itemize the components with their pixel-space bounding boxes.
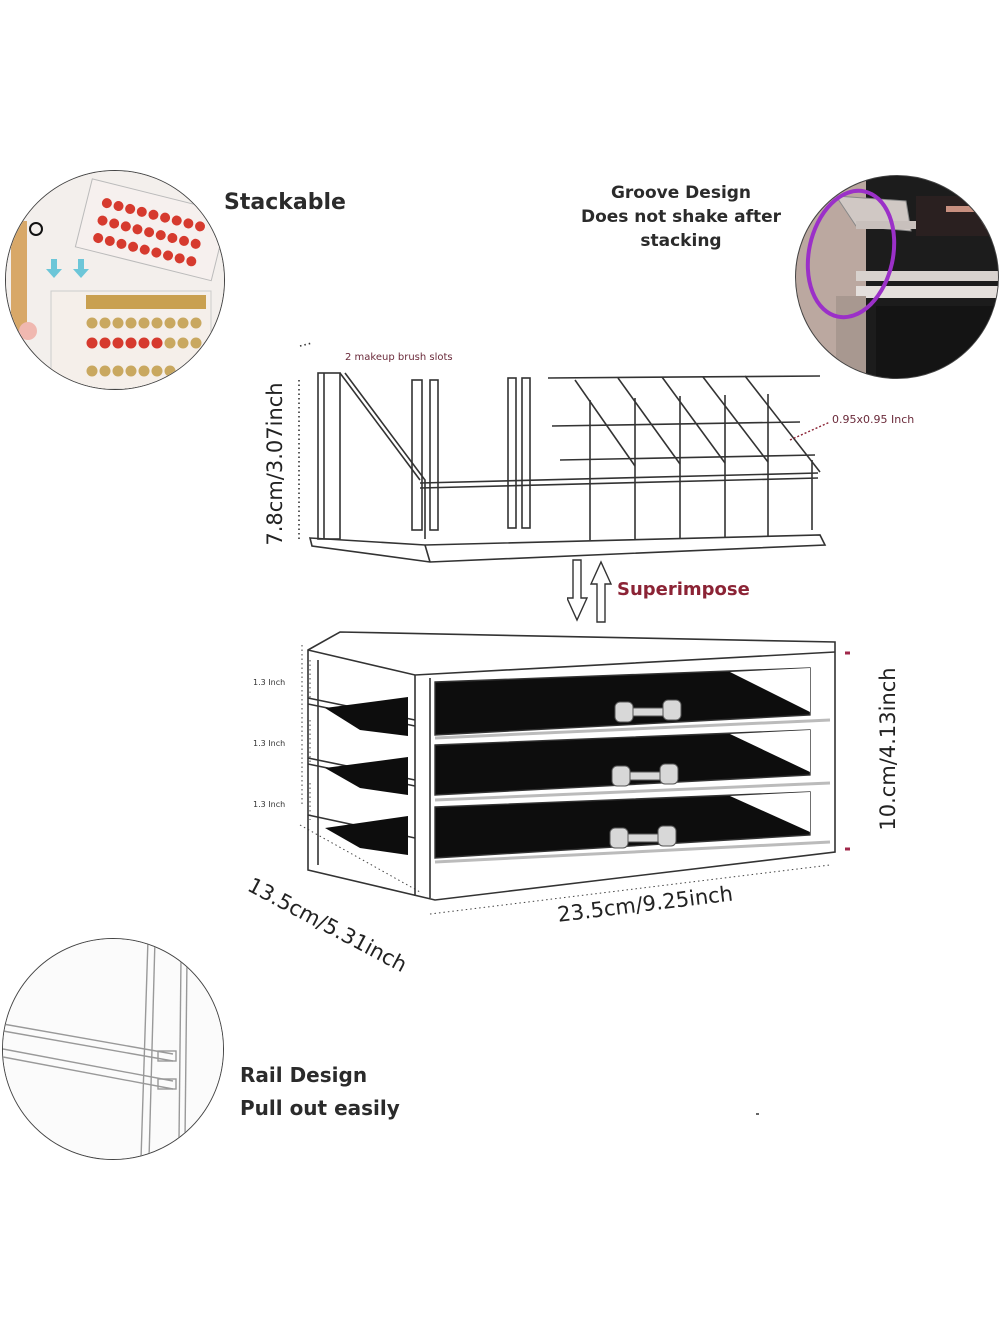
groove-design-caption: Groove Design Does not shake after stack…: [546, 181, 816, 253]
superimpose-arrows-icon: [567, 559, 613, 623]
stray-mark: [756, 1113, 759, 1115]
rail-design-photo: [2, 938, 224, 1160]
top-organizer-illustration: [298, 342, 831, 563]
groove-closeup-illustration: [796, 176, 998, 378]
brush-slots-label: 2 makeup brush slots: [345, 352, 453, 363]
groove-design-title: Groove Design: [610, 183, 752, 203]
rail-design-title: Rail Design: [240, 1063, 368, 1087]
drawer-unit-illustration: [299, 631, 850, 915]
drawer-2-height-label: 1.3 Inch: [253, 739, 286, 748]
rail-design-subtitle: Pull out easily: [240, 1096, 400, 1120]
top-height-label: 7.8cm/3.07inch: [263, 382, 287, 546]
stacked-lipstick-organizers-illustration: [6, 171, 224, 389]
drawer-1-height-label: 1.3 Inch: [253, 678, 286, 687]
drawer-3-height-label: 1.3 Inch: [253, 800, 286, 809]
rail-design-caption: Rail Design Pull out easily: [240, 1059, 400, 1125]
drawer-height-label: 10.cm/4.13inch: [876, 667, 900, 831]
groove-design-subtitle: Does not shake after stacking: [580, 207, 782, 251]
superimpose-label: Superimpose: [617, 579, 750, 600]
slot-size-label: 0.95x0.95 Inch: [832, 413, 915, 426]
groove-design-photo: [795, 175, 999, 379]
rail-closeup-illustration: [3, 939, 223, 1159]
stackable-photo: [5, 170, 225, 390]
stackable-title: Stackable: [224, 190, 346, 215]
